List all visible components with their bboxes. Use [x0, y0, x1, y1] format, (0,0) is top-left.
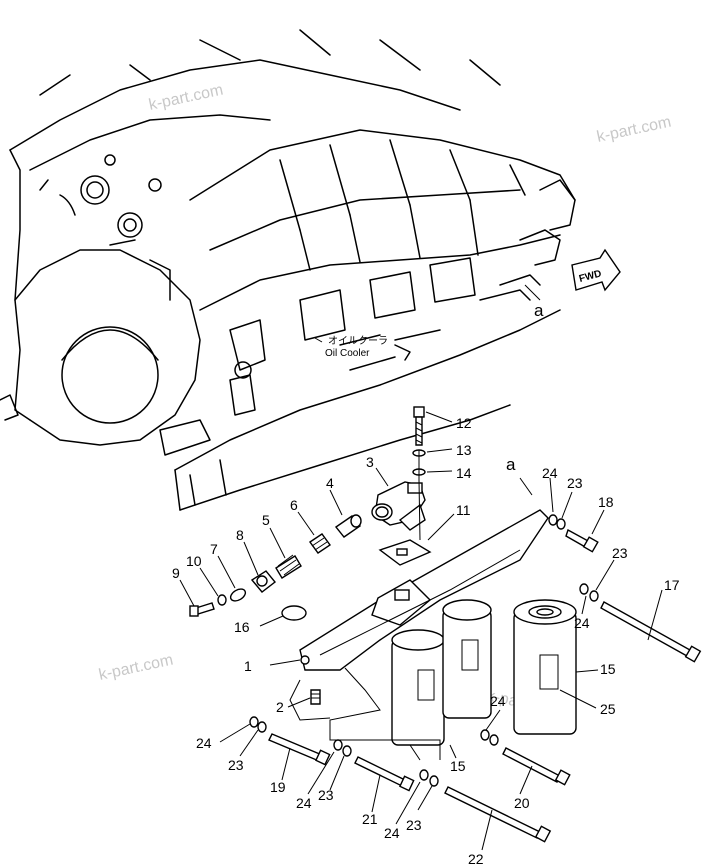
o-ring-16 [281, 605, 307, 621]
engine-block [0, 29, 576, 511]
callout-11: 11 [456, 502, 471, 518]
bolt-17 [600, 601, 702, 663]
bolt-21 [354, 756, 415, 792]
callout-7: 7 [210, 541, 218, 557]
callout-23: 23 [318, 787, 334, 803]
callout-6: 6 [290, 497, 298, 513]
callout-24: 24 [490, 693, 506, 709]
callout-18: 18 [598, 494, 614, 510]
spring-5 [275, 554, 302, 579]
callout-3: 3 [366, 454, 374, 470]
callout-1: 1 [244, 658, 252, 674]
callout-22: 22 [468, 851, 484, 867]
callout-15-right: 15 [600, 661, 616, 677]
oil-cooler-jp-label: オイルクーラ [328, 335, 388, 347]
ref-a-top: a [534, 301, 544, 320]
gasket-11 [378, 539, 432, 566]
callout-17: 17 [664, 577, 680, 593]
callout-5: 5 [262, 512, 270, 528]
bolt-12 [413, 406, 425, 446]
callout-4: 4 [326, 475, 334, 491]
callout-19: 19 [270, 779, 286, 795]
oil-cooler-body-1 [299, 509, 549, 671]
callout-12: 12 [456, 415, 472, 431]
watermark: k-part.com [147, 82, 224, 114]
filter-15-left [391, 629, 445, 746]
callout-14: 14 [456, 465, 472, 481]
ref-a-mid: a [506, 455, 516, 474]
callout-24: 24 [296, 795, 312, 811]
sleeve-4 [334, 514, 362, 538]
watermark: k-part.com [97, 652, 174, 684]
callout-16: 16 [234, 619, 250, 635]
callout-2: 2 [276, 699, 284, 715]
filter-15-right [513, 599, 577, 735]
callout-21: 21 [362, 811, 378, 827]
callout-23: 23 [406, 817, 422, 833]
callout-24: 24 [542, 465, 558, 481]
callout-10: 10 [186, 553, 202, 569]
bolt-9 [189, 602, 215, 617]
bolt-18 [565, 528, 599, 553]
filter-15-middle [442, 599, 492, 719]
oil-cooler-label: Oil Cooler [325, 348, 370, 359]
callout-8: 8 [236, 527, 244, 543]
callout-23: 23 [612, 545, 628, 561]
callout-24: 24 [574, 615, 590, 631]
bolt-19 [268, 733, 331, 766]
callout-23: 23 [228, 757, 244, 773]
washer-pair [249, 514, 599, 787]
callout-15-bottom: 15 [450, 758, 466, 774]
callout-numbers: 1 2 3 4 5 6 7 8 9 10 11 12 13 14 15 15 1… [172, 411, 680, 867]
callout-24: 24 [196, 735, 212, 751]
housing-3 [371, 481, 426, 531]
callout-13: 13 [456, 442, 472, 458]
bolt-22 [444, 786, 552, 843]
washer-10 [217, 594, 227, 606]
plug-8 [250, 570, 276, 593]
callout-23: 23 [567, 475, 583, 491]
bolt-20 [502, 747, 571, 786]
callout-20: 20 [514, 795, 530, 811]
callout-25: 25 [600, 701, 616, 717]
watermark: k-part.com [595, 114, 672, 146]
callout-24: 24 [384, 825, 400, 841]
plug-2 [310, 689, 321, 705]
o-ring-7 [229, 588, 247, 602]
spring-6 [309, 533, 331, 554]
fwd-arrow-icon: FWD [571, 248, 621, 292]
callout-9: 9 [172, 565, 180, 581]
